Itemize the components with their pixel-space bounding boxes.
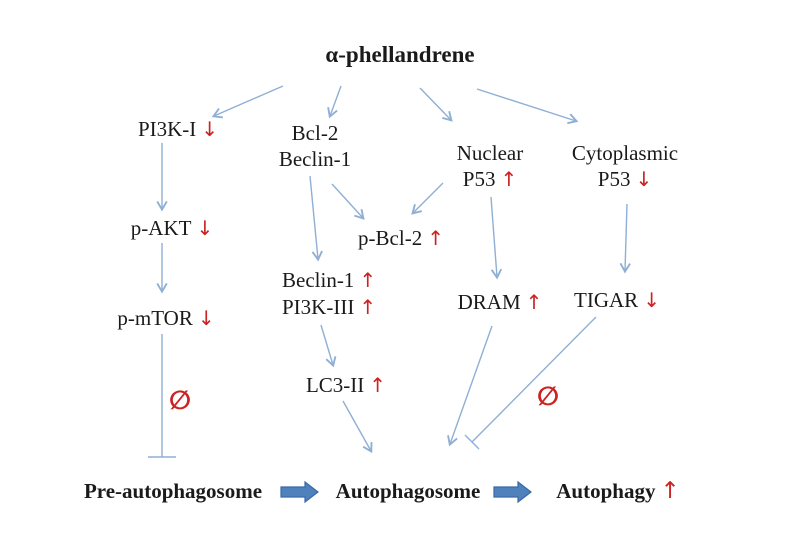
down-arrow-icon: ↓ <box>197 306 215 330</box>
node-lc3-ii: LC3-II↑ <box>306 372 386 398</box>
p-akt-label: p-AKT <box>130 216 192 240</box>
node-p-mtor: p-mTOR↓ <box>117 305 214 331</box>
connector-nuclearp53-to-pbcl2 <box>411 182 444 215</box>
connector-cytop53-to-tigar <box>619 203 631 274</box>
connector-dram-to-autophagosome <box>447 325 493 447</box>
node-cytoplasmic-p53: Cytoplasmic P53↓ <box>572 140 678 192</box>
node-beclin1-pi3k3: Beclin-1↑ PI3K-III↑ <box>282 267 376 321</box>
block-arrow-autophagosome-to-autophagy <box>493 480 532 504</box>
connector-lc3-to-autophagosome <box>342 400 373 454</box>
connector-title-to-pi3k1 <box>211 85 284 119</box>
connector-pmtor-inhibits-preautophagosome <box>148 334 176 458</box>
connector-beclin1up-to-lc3 <box>320 324 337 368</box>
bcl2-label: Bcl-2 <box>291 121 339 145</box>
connector-title-to-nuclear-p53 <box>419 87 453 122</box>
connector-nuclearp53-to-dram <box>490 196 503 280</box>
connector-bcl2-to-pbcl2 <box>331 183 365 220</box>
node-p-bcl2: p-Bcl-2↑ <box>358 225 444 251</box>
beclin1-up-label: Beclin-1 <box>282 268 355 292</box>
up-arrow-icon: ↑ <box>500 167 518 191</box>
node-dram: DRAM↑ <box>458 289 543 315</box>
nuclear-p53-label: P53 <box>462 167 496 191</box>
p-mtor-label: p-mTOR <box>117 306 193 330</box>
down-arrow-icon: ↓ <box>201 117 219 141</box>
nuclear-label: Nuclear <box>456 141 524 165</box>
up-arrow-icon: ↑ <box>359 268 377 292</box>
beclin1-label: Beclin-1 <box>278 147 352 171</box>
up-arrow-icon: ↑ <box>369 373 387 397</box>
pi3k1-label: PI3K-I <box>137 117 197 141</box>
cytoplasmic-p53-label: P53 <box>597 167 631 191</box>
connector-title-to-bcl2 <box>327 85 342 119</box>
pi3k3-up-label: PI3K-III <box>282 295 355 319</box>
cytoplasmic-label: Cytoplasmic <box>571 141 679 165</box>
node-pre-autophagosome: Pre-autophagosome <box>83 479 263 503</box>
node-autophagosome: Autophagosome <box>335 479 481 503</box>
autophagy-label: Autophagy <box>556 479 656 503</box>
inhibition-null-icon-right: ∅ <box>536 382 560 412</box>
node-autophagy: Autophagy↑ <box>556 478 679 504</box>
up-arrow-icon: ↑ <box>359 295 377 319</box>
up-arrow-icon: ↑ <box>427 226 444 250</box>
node-tigar: TIGAR↓ <box>574 287 660 313</box>
up-arrow-icon: ↑ <box>525 290 543 314</box>
node-p-akt: p-AKT↓ <box>131 215 213 241</box>
connector-bcl2-to-beclin1up <box>309 175 323 262</box>
node-pi3k1: PI3K-I↓ <box>138 116 218 142</box>
node-nuclear-p53: Nuclear P53↑ <box>457 140 523 192</box>
p-bcl2-label: p-Bcl-2 <box>358 226 423 250</box>
block-arrow-pre-to-autophagosome <box>280 480 319 504</box>
up-arrow-icon: ↑ <box>660 478 680 504</box>
node-bcl2-beclin1: Bcl-2 Beclin-1 <box>279 120 351 172</box>
inhibition-null-icon-left: ∅ <box>168 386 192 416</box>
down-arrow-icon: ↓ <box>643 288 660 312</box>
dram-label: DRAM <box>457 290 521 314</box>
connector-title-to-cytoplasmic-p53 <box>476 88 579 125</box>
down-arrow-icon: ↓ <box>196 216 214 240</box>
lc3-ii-label: LC3-II <box>305 373 365 397</box>
title-alpha-phellandrene: α-phellandrene <box>325 42 475 67</box>
down-arrow-icon: ↓ <box>635 167 653 191</box>
tigar-label: TIGAR <box>574 288 639 312</box>
connector-tigar-inhibits-autophagosome <box>464 316 597 450</box>
